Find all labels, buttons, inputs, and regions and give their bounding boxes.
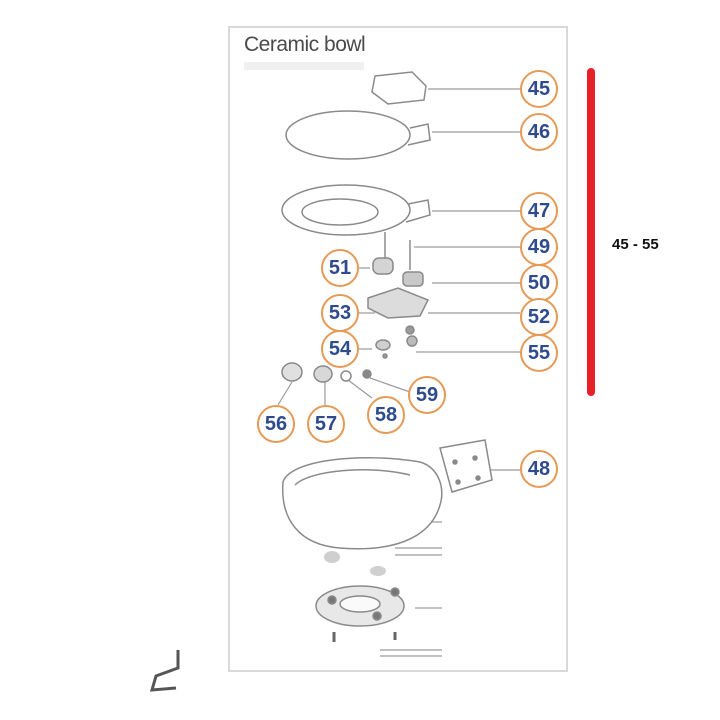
range-label: 45 - 55 — [612, 236, 659, 253]
callout-55: 55 — [520, 334, 558, 372]
subtitle-faint — [244, 62, 364, 70]
range-highlight-bar — [587, 68, 595, 396]
callout-46: 46 — [520, 113, 558, 151]
callout-52: 52 — [520, 298, 558, 336]
callout-56: 56 — [257, 405, 295, 443]
callout-49: 49 — [520, 228, 558, 266]
diagram-panel — [228, 26, 568, 672]
diagram-title: Ceramic bowl — [244, 33, 366, 56]
callout-51: 51 — [321, 249, 359, 287]
callout-54: 54 — [321, 330, 359, 368]
callout-58: 58 — [367, 396, 405, 434]
callout-50: 50 — [520, 264, 558, 302]
callout-45: 45 — [520, 70, 558, 108]
callout-53: 53 — [321, 294, 359, 332]
callout-57: 57 — [307, 405, 345, 443]
callout-59: 59 — [408, 376, 446, 414]
callout-47: 47 — [520, 192, 558, 230]
callout-48: 48 — [520, 450, 558, 488]
